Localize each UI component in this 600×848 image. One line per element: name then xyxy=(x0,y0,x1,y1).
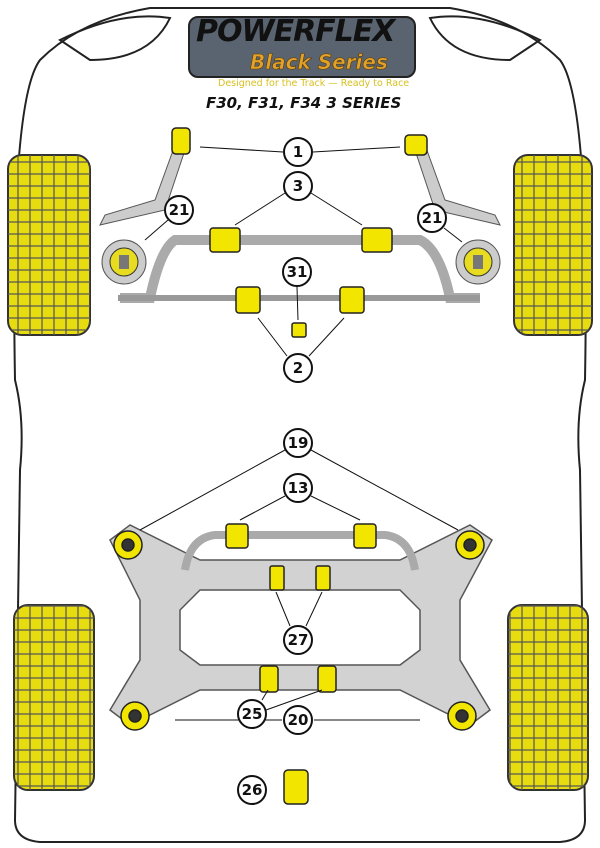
mirror-right xyxy=(428,15,542,62)
model-title: F30, F31, F34 3 SERIES xyxy=(206,94,402,112)
callout-26: 26 xyxy=(237,775,267,805)
bush-13-left xyxy=(225,523,249,549)
car-body-outline xyxy=(13,7,587,843)
bush-25-right xyxy=(317,665,337,693)
callout-3: 3 xyxy=(283,171,313,201)
callout-27: 27 xyxy=(283,625,313,655)
bush-27-left xyxy=(269,565,285,591)
callout-1: 1 xyxy=(283,137,313,167)
bush-25-left xyxy=(259,665,279,693)
bush-26 xyxy=(283,769,309,805)
leader-lines xyxy=(139,146,463,721)
callout-21-right: 21 xyxy=(417,203,447,233)
tyre-tread xyxy=(8,155,592,790)
bush-27-right xyxy=(315,565,331,591)
callout-25: 25 xyxy=(237,699,267,729)
callout-13: 13 xyxy=(283,473,313,503)
callout-21-left: 21 xyxy=(164,195,194,225)
callout-19: 19 xyxy=(283,428,313,458)
callout-2: 2 xyxy=(283,353,313,383)
mirror-left xyxy=(58,15,172,62)
bush-1-left xyxy=(171,127,191,155)
logo-brand: POWERFLEX xyxy=(196,14,395,49)
bush-3-right xyxy=(361,227,393,253)
front-anti-roll-bar xyxy=(120,235,480,303)
bush-2-right xyxy=(339,286,365,314)
logo-tagline: Designed for the Track — Ready to Race xyxy=(218,78,410,89)
logo-series: Black Series xyxy=(250,50,388,75)
rear-anti-roll-bar xyxy=(181,531,419,571)
bush-1-right xyxy=(404,134,428,156)
top-mount-left xyxy=(101,239,147,285)
bush-3-left xyxy=(209,227,241,253)
top-mount-right xyxy=(455,239,501,285)
bush-13-right xyxy=(353,523,377,549)
rear-subframe xyxy=(109,524,493,726)
bush-2-left xyxy=(235,286,261,314)
bush-31 xyxy=(291,322,307,338)
powerflex-logo xyxy=(188,16,416,78)
callout-20: 20 xyxy=(283,705,313,735)
callout-31: 31 xyxy=(282,257,312,287)
